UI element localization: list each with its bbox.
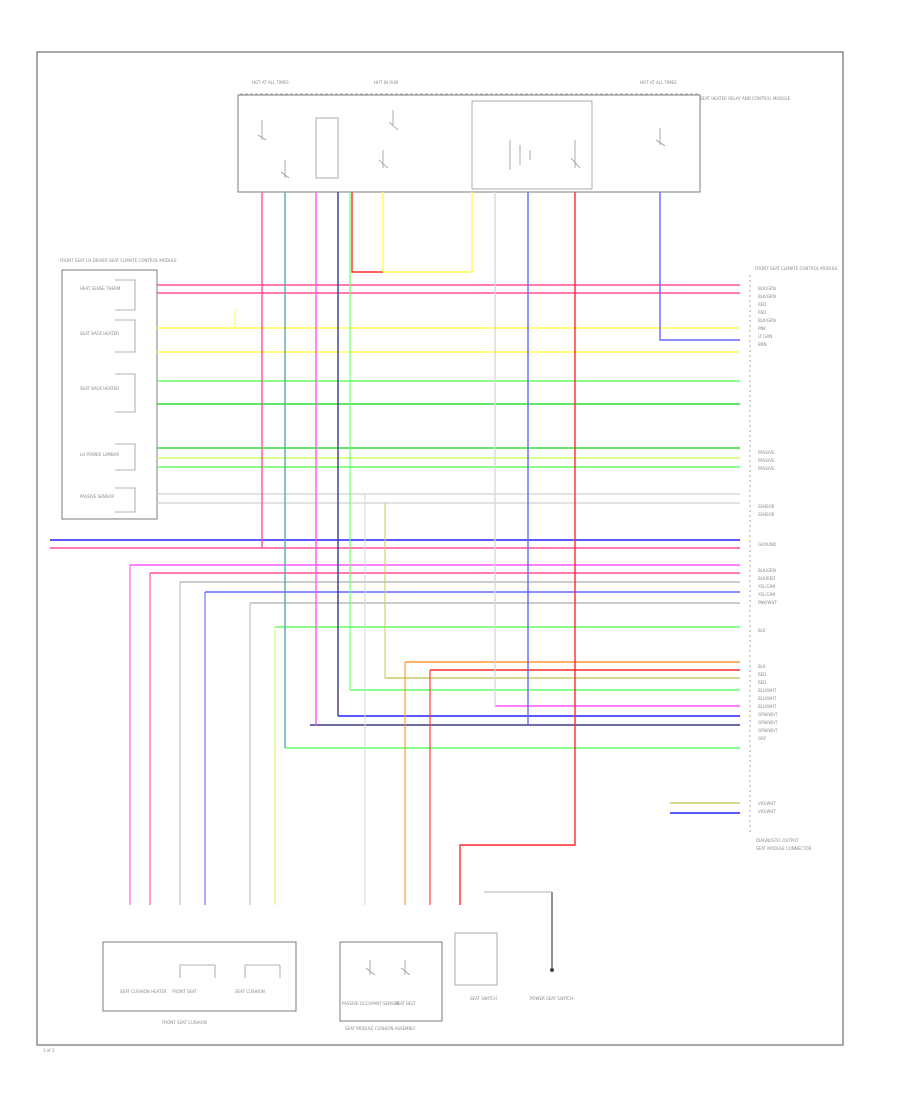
- left-comp-2: SEAT BACK HEATER: [80, 331, 119, 336]
- right-label-3: RED: [758, 302, 766, 307]
- left-comp-3: SEAT BACK HEATER: [80, 386, 119, 391]
- right-label-14: GROUND: [758, 542, 776, 547]
- left-comp-4: LH POWER LUMBAR: [80, 452, 119, 457]
- right-label-31: VIO/WHT: [758, 801, 776, 806]
- left-module-title: FRONT SEAT LH DRIVER SEAT CLIMATE CONTRO…: [60, 258, 177, 263]
- left-comp-1: HEAT SENSE THERM: [80, 286, 121, 291]
- right-label-8: BRN: [758, 342, 767, 347]
- right-label-32: VIO/WHT: [758, 809, 776, 814]
- right-label-9: PASSIVE: [758, 450, 775, 455]
- bottom-comp-4: PASSIVE OCCUPANT SENSOR: [342, 1001, 400, 1006]
- bottom-right-lower: SEAT MODULE CONNECTOR: [756, 846, 812, 851]
- bottom-right-ref: DIAGNOSTIC OUTPUT: [756, 838, 799, 843]
- bottom-comp-1: SEAT CUSHION HEATER: [120, 989, 167, 994]
- bottom-center-module: PASSIVE OCCUPANT SENSOR SEAT BELT SEAT S…: [339, 891, 573, 1031]
- right-label-21: BLK: [758, 664, 766, 669]
- diagram-frame: [36, 51, 844, 1046]
- top-label-2: HOT IN RUN: [374, 80, 398, 85]
- right-label-2: BLK/GRN: [758, 294, 776, 299]
- right-label-22: RED: [758, 672, 766, 677]
- bottom-comp-2: FRONT SEAT: [172, 989, 197, 994]
- right-label-24: BLU/WHT: [758, 688, 777, 693]
- right-label-26: BLU/WHT: [758, 704, 777, 709]
- right-label-4: RED: [758, 310, 766, 315]
- right-label-13: SENSOR: [758, 512, 775, 517]
- right-label-20: BLK: [758, 628, 766, 633]
- bottom-comp-5: SEAT BELT: [395, 1001, 416, 1006]
- right-label-15: BLK/GRN: [758, 568, 776, 573]
- bottom-left-group: FRONT SEAT CUSHION: [162, 1020, 207, 1025]
- right-label-11: PASSIVE: [758, 466, 775, 471]
- right-label-6: PNK: [758, 326, 766, 331]
- right-label-29: GRN/WHT: [758, 728, 778, 733]
- wire-v5: [351, 192, 383, 273]
- right-label-28: GRN/WHT: [758, 720, 778, 725]
- wire-v11: [659, 192, 740, 341]
- right-module-title: FRONT SEAT CLIMATE CONTROL MODULE: [755, 266, 838, 271]
- ground-terminal: [550, 968, 554, 972]
- top-label-3: HOT AT ALL TIMES: [640, 80, 677, 85]
- left-comp-5: PASSIVE SENSOR: [80, 494, 114, 499]
- horizontal-wires: [50, 284, 740, 814]
- wire-v7: [383, 192, 473, 273]
- right-label-7: LT GRN: [758, 334, 772, 339]
- right-label-1: BLK/GRN: [758, 286, 776, 291]
- right-label-17: YEL/GRN: [757, 584, 775, 589]
- right-label-16: BLK/RED: [758, 576, 775, 581]
- bottom-comp-3: SEAT CUSHION: [235, 989, 265, 994]
- bottom-center-group: SEAT MODULE CUSHION ASSEMBLY: [345, 1026, 416, 1031]
- right-label-18: YEL/GRN: [757, 592, 775, 597]
- right-label-12: SENSOR: [758, 504, 775, 509]
- right-label-30: GRY: [758, 736, 767, 741]
- bottom-comp-7: POWER SEAT SWITCH: [530, 996, 573, 1001]
- wire-v10: [459, 192, 576, 905]
- right-label-25: BLU/WHT: [758, 696, 777, 701]
- right-label-27: GRN/WHT: [758, 712, 778, 717]
- vertical-wires: [50, 192, 740, 970]
- right-label-10: PASSIVE: [758, 458, 775, 463]
- top-relay-title: SEAT HEATER RELAY AND CONTROL MODULE: [700, 96, 791, 101]
- right-label-5: BLK/GRN: [758, 318, 776, 323]
- bottom-comp-6: SEAT SWITCH: [470, 996, 497, 1001]
- right-connector: FRONT SEAT CLIMATE CONTROL MODULE DIAGNO…: [749, 266, 838, 851]
- top-label-1: HOT AT ALL TIMES: [252, 80, 289, 85]
- right-label-19: PNK/WHT: [758, 600, 777, 605]
- page-number: 1 of 2: [43, 1048, 55, 1053]
- left-module: FRONT SEAT LH DRIVER SEAT CLIMATE CONTRO…: [60, 258, 177, 520]
- right-labels: BLK/GRN BLK/GRN RED RED BLK/GRN PNK LT G…: [757, 286, 778, 814]
- bottom-left-module: SEAT CUSHION HEATER FRONT SEAT SEAT CUSH…: [102, 941, 297, 1025]
- top-relay-box: HOT AT ALL TIMES HOT IN RUN HOT AT ALL T…: [237, 80, 791, 193]
- right-label-23: RED: [758, 680, 766, 685]
